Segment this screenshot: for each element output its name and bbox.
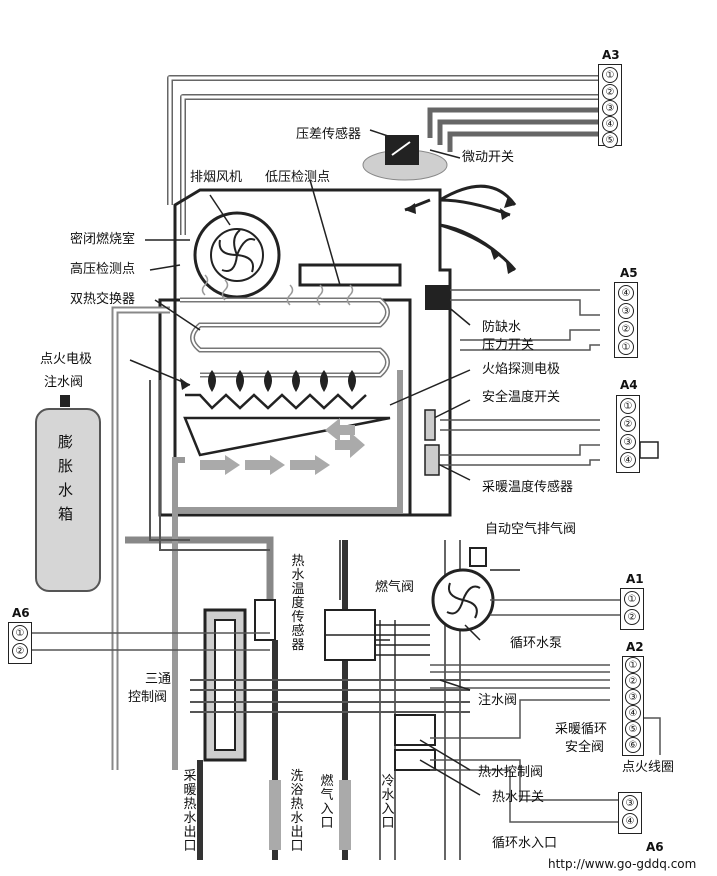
wire-a3-5	[447, 131, 600, 152]
label-ignition-coil: 点火线圈	[622, 760, 675, 775]
a4-pin-2: ②	[620, 416, 636, 432]
a5-pin-1: ①	[618, 339, 634, 355]
fan-housing	[193, 211, 281, 299]
connector-a5-title: A5	[620, 266, 638, 280]
label-hot-water-control: 热水控制阀	[478, 765, 544, 780]
micro-switch-body	[385, 135, 419, 165]
expansion-tank	[35, 408, 101, 592]
expansion-tank-label: 膨胀水箱	[58, 433, 74, 523]
connector-a6-left: ① ②	[8, 622, 32, 664]
label-heating-safety-1: 采暖循环	[555, 722, 608, 737]
wire-a3-3	[427, 107, 600, 138]
a1-pin-1: ①	[624, 591, 640, 607]
label-dual-heat-exchanger: 双热交换器	[70, 292, 136, 307]
label-low-pressure-point: 低压检测点	[265, 170, 331, 185]
connector-a2: ① ② ③ ④ ⑤ ⑥	[622, 656, 644, 756]
label-safety-temp-switch: 安全温度开关	[482, 390, 561, 405]
a4-pin-1: ①	[620, 398, 636, 414]
connector-a2-title: A2	[626, 640, 644, 654]
a4-pin-3: ③	[620, 434, 636, 450]
a5-pin-4: ④	[618, 285, 634, 301]
label-three-way-1: 三通	[145, 672, 172, 687]
connector-a4: ① ② ③ ④	[616, 395, 640, 473]
label-hot-water-switch: 热水开关	[492, 790, 545, 805]
connector-a1: ① ②	[620, 588, 644, 630]
a3-pin-4: ④	[602, 116, 618, 132]
a3-pin-2: ②	[602, 84, 618, 100]
label-shower-outlet: 洗浴热水出口	[290, 769, 304, 854]
label-micro-switch: 微动开关	[462, 150, 515, 165]
a3-pin-1: ①	[602, 67, 618, 83]
a3-pin-3: ③	[602, 100, 618, 116]
label-circulation-inlet: 循环水入口	[492, 836, 558, 851]
label-three-way-2: 控制阀	[128, 690, 168, 705]
label-heating-temp-sensor: 采暖温度传感器	[482, 480, 574, 495]
label-auto-air-vent: 自动空气排气阀	[485, 522, 577, 537]
a5-pin-3: ③	[618, 303, 634, 319]
label-heating-outlet: 采暖热水出口	[183, 769, 197, 854]
label-gas-valve: 燃气阀	[375, 580, 415, 595]
label-fill-valve-top: 注水阀	[44, 375, 84, 390]
label-url: http://www.go-gddq.com	[548, 857, 697, 871]
a6-pin-1: ①	[12, 625, 28, 641]
label-pressure-sensor: 压差传感器	[296, 127, 362, 142]
a2-pin-5: ⑤	[625, 721, 641, 737]
a2-pin-1: ①	[625, 657, 641, 673]
label-hot-water-temp-sensor: 热水温度传感器	[291, 554, 305, 653]
connector-a4-title: A4	[620, 378, 638, 392]
wire-a3-4	[437, 119, 600, 145]
a3-pin-5: ⑤	[602, 132, 618, 148]
connector-a6-left-title: A6	[12, 606, 30, 620]
a2-pin-2: ②	[625, 673, 641, 689]
connector-a5: ④ ③ ② ①	[614, 282, 638, 358]
a4-pin-4: ④	[620, 452, 636, 468]
label-water-shortage-1: 防缺水	[482, 320, 522, 335]
connector-a6-bottom-title: A6	[646, 840, 664, 854]
connector-a1-title: A1	[626, 572, 644, 586]
connector-a3-title: A3	[602, 48, 620, 62]
label-fill-valve-bottom: 注水阀	[478, 693, 518, 708]
label-high-pressure-point: 高压检测点	[70, 262, 136, 277]
label-flame-probe: 火焰探测电极	[482, 362, 561, 377]
a6-pin-4: ④	[622, 813, 638, 829]
label-circulation-pump: 循环水泵	[510, 636, 563, 651]
connector-a3: ① ② ③ ④ ⑤	[598, 64, 622, 148]
label-exhaust-fan: 排烟风机	[190, 170, 243, 185]
label-cold-inlet: 冷水入口	[381, 774, 395, 831]
a2-pin-4: ④	[625, 705, 641, 721]
a1-pin-2: ②	[624, 609, 640, 625]
a6-pin-2: ②	[12, 643, 28, 659]
a5-pin-2: ②	[618, 321, 634, 337]
label-ignition-electrode: 点火电极	[40, 352, 93, 367]
connector-a6-bottom: ③ ④	[618, 792, 642, 834]
label-water-shortage-2: 压力开关	[482, 338, 535, 353]
a2-pin-6: ⑥	[625, 737, 641, 753]
a2-pin-3: ③	[625, 689, 641, 705]
label-gas-inlet: 燃气入口	[320, 774, 334, 831]
label-heating-safety-2: 安全阀	[565, 740, 605, 755]
label-sealed-chamber: 密闭燃烧室	[70, 232, 136, 247]
a6-pin-3: ③	[622, 795, 638, 811]
